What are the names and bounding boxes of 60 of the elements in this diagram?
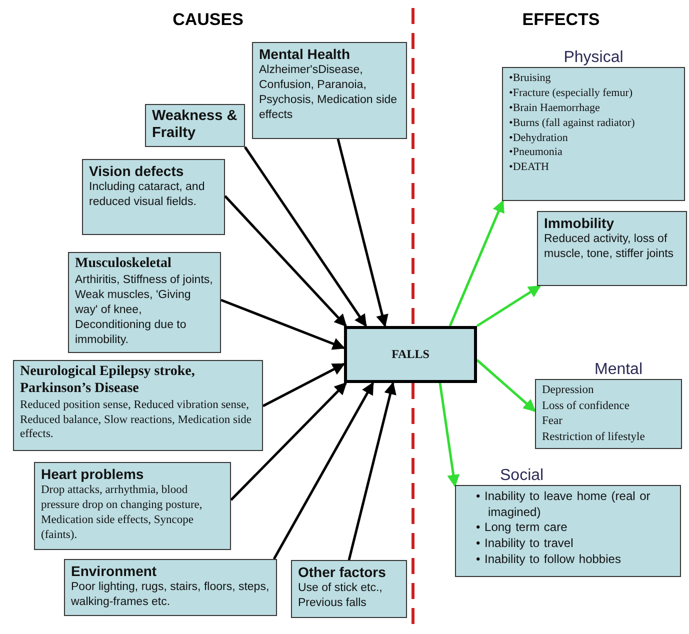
box-text: Alzheimer'sDisease, Confusion, Paranoia, Psychosis, Medication side effects (259, 62, 398, 123)
list-item: •DEATH (509, 160, 550, 176)
group-heading: Physical (562, 48, 624, 68)
arrow (448, 200, 504, 326)
list-item: • Inability to follow hobbies (475, 552, 622, 568)
arrow (272, 382, 374, 560)
cause-box (537, 211, 687, 286)
cause-box (252, 42, 407, 139)
list-item: Loss of confidence (542, 398, 630, 414)
arrow (224, 195, 347, 327)
list-item: • Inability to leave home (real or imagined) (475, 489, 652, 520)
list-item: Depression (542, 383, 595, 398)
list-item: •Fracture (especially femur) (509, 86, 634, 101)
box-heading: Heart problems (41, 466, 145, 483)
column-heading: EFFECTS (522, 10, 600, 30)
box-heading: Other factors (298, 564, 387, 581)
list-item: •Bruising (509, 71, 552, 86)
list-item: •Pneumonia (509, 145, 564, 160)
group-heading: Mental (593, 360, 644, 380)
column-heading: CAUSES (172, 10, 244, 30)
falls-box (344, 326, 477, 383)
arrow (348, 382, 396, 560)
list-item: • Long term care (475, 520, 568, 536)
arrow (476, 284, 542, 328)
arrow (476, 359, 536, 412)
list-item: •Dehydration (509, 130, 569, 146)
box-text: Including cataract, and reduced visual fields. (89, 180, 206, 210)
box-text: Use of stick etc., Previous falls (298, 580, 384, 611)
box-text: Reduced position sense, Reduced vibration sense, Reduced balance, Slow reactions, Medication side effects. (20, 398, 253, 442)
arrow (438, 382, 460, 488)
box-heading: FALLS (392, 347, 430, 362)
arrow (336, 138, 388, 328)
box-heading: Environment (71, 563, 158, 580)
box-heading: Vision defects (89, 163, 185, 180)
list-item: • Inability to travel (475, 536, 574, 552)
cause-box (291, 560, 407, 618)
cause-box (82, 159, 225, 235)
box-heading: Immobility (544, 215, 616, 232)
box-text: Poor lighting, rugs, stairs, floors, steps, walking-frames etc. (71, 580, 270, 610)
group-heading: Social (499, 466, 545, 486)
list-item: •Burns (fall against radiator) (509, 116, 636, 131)
box-heading: Musculoskeletal (75, 256, 172, 273)
arrow (262, 362, 346, 408)
cause-box (34, 462, 231, 550)
box-text: Arthiritis, Stiffness of joints, Weak muscles, 'Giving way' of knee, Deconditioning due to immobility. (75, 272, 214, 348)
arrow (230, 382, 347, 501)
box-text: Reduced activity, loss of muscle, tone, stiffer joints (544, 232, 675, 262)
list-item: Fear (542, 414, 564, 430)
box-text: Drop attacks, arrhythmia, blood pressure drop on changing posture, Medication side effects, Syncope (faints). (41, 482, 204, 543)
box-heading: Neurological Epilepsy stroke, Parkinson’s Disease (20, 364, 196, 398)
cause-box (13, 360, 263, 451)
arrow (244, 146, 368, 328)
list-item: •Brain Haemorrhage (509, 100, 601, 116)
arrow (220, 298, 346, 350)
cause-box (64, 559, 277, 616)
cause-box (68, 252, 221, 353)
cause-box (145, 104, 245, 147)
box-heading: Mental Health (259, 46, 352, 63)
box-heading: Weakness & Frailty (152, 108, 238, 143)
list-item: Restriction of lifestyle (542, 430, 646, 445)
